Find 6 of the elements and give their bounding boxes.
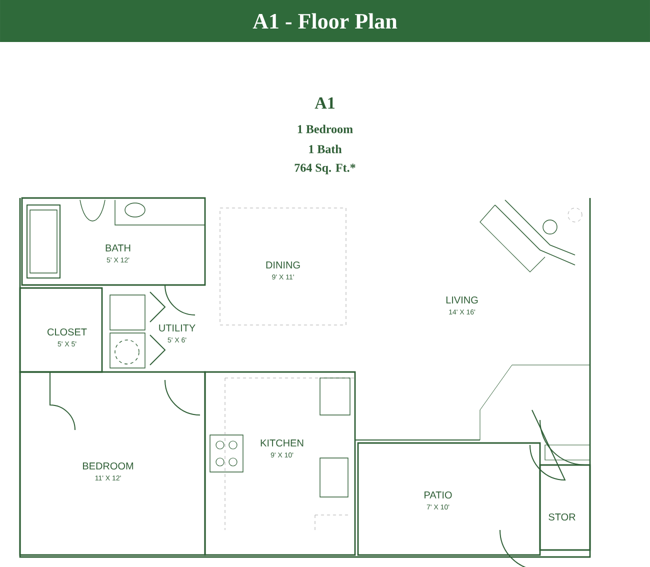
subtitle-text: 764 Sq. Ft.*	[294, 164, 356, 174]
header-band: A1 - Floor Plan	[0, 0, 650, 42]
subtitle-text: 1 Bedroom	[298, 124, 353, 134]
room: STOR	[539, 464, 591, 551]
subtitle-text: 1 Bath	[309, 144, 342, 154]
subtitle-text: A1	[314, 97, 334, 109]
